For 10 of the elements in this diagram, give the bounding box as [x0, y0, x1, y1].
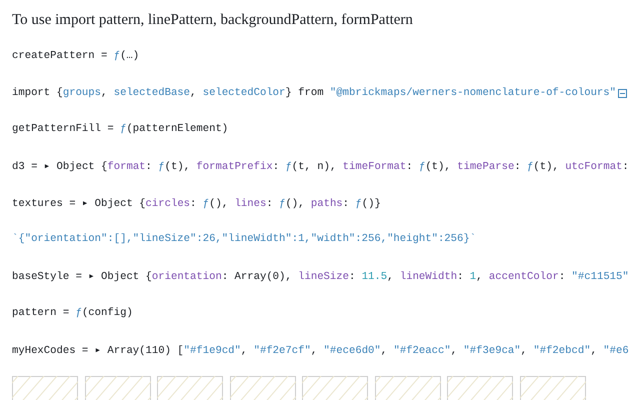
code-output-text: `{"orientation":[],"lineSize":26,"lineWidth":1,"width":256,"height":256}`	[12, 233, 476, 245]
code-line: textures = ▸ Object {circles: ƒ(), lines: ƒ(), paths: ƒ()}	[12, 197, 381, 210]
code-line: d3 = ▸ Object {format: ƒ(t), formatPrefix: ƒ(t, n), timeFormat: ƒ(t), timeParse: ƒ(t), utcFormat:	[12, 160, 629, 173]
code-line: import {groups, selectedBase, selectedColor} from "@mbrickmaps/werners-nomenclature-of-colours"	[12, 87, 616, 99]
code-line: pattern = ƒ(config)	[12, 307, 133, 319]
code-line: baseStyle = ▸ Object {orientation: Array(0), lineSize: 11.5, lineWidth: 1, accentColor: "#c11515"	[12, 270, 629, 283]
code-line: createPattern = ƒ(…)	[12, 50, 140, 62]
code-line: myHexCodes = ▸ Array(110) ["#f1e9cd", "#f2e7cf", "#ece6d0", "#f2eacc", "#f3e9ca", "#f2ebcd", "#e6	[12, 344, 629, 357]
code-line: getPatternFill = ƒ(patternElement)	[12, 123, 228, 135]
intro-text: To use import pattern, linePattern, backgroundPattern, formPattern	[12, 12, 413, 29]
